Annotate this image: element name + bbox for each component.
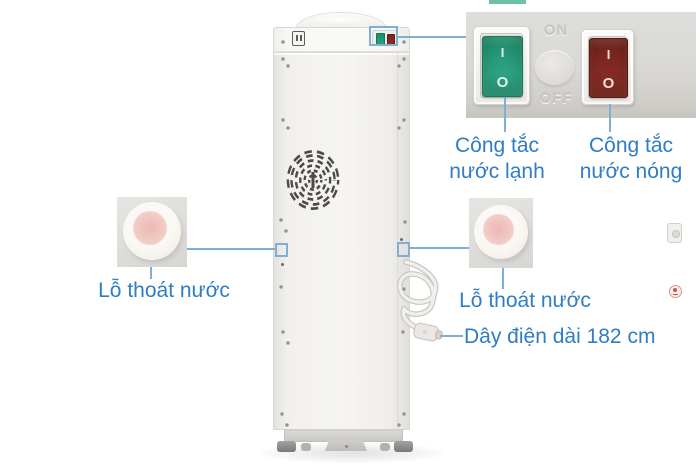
screw-dot — [397, 126, 401, 130]
line-drainphoto-left — [187, 248, 275, 250]
drain-plug-photo-right — [469, 198, 533, 268]
screw-dot — [281, 118, 285, 122]
cold-switch-on-symbol: I — [500, 45, 505, 60]
dome-highlight — [314, 16, 366, 24]
foot-inner-right — [380, 443, 390, 451]
cold-switch-rocker: I O — [482, 36, 523, 97]
screw-dot — [397, 64, 401, 68]
base-center-piece — [325, 440, 367, 451]
screw-dot — [397, 423, 401, 427]
hot-switch-bezel: I O — [581, 29, 634, 105]
screw-dot — [286, 126, 290, 130]
panel-dot — [281, 263, 284, 266]
line-drainlabel-left — [150, 267, 152, 279]
screw-dot — [286, 341, 290, 345]
power-plug — [413, 322, 443, 342]
panel-dot — [400, 238, 403, 241]
warning-sticker-icon — [669, 285, 682, 298]
power-inlet-icon — [292, 31, 305, 46]
screw-dot — [286, 64, 290, 68]
drain-plug-photo-left — [117, 197, 187, 267]
foot-inner-left — [301, 443, 311, 451]
screw-dot — [281, 40, 285, 44]
screw-dot — [285, 423, 289, 427]
line-cord-label — [440, 335, 463, 337]
onoff-button — [535, 50, 574, 85]
cord-bracket — [667, 223, 682, 243]
line-drainlabel-right — [502, 268, 504, 289]
panel-seam — [274, 52, 409, 55]
drain-left-highlight-rect — [275, 243, 288, 257]
drain-right-highlight-rect — [397, 242, 410, 257]
screw-dot — [284, 229, 288, 233]
fan-grille-icon — [286, 150, 340, 210]
screw-dot — [280, 412, 284, 416]
screw-dot — [402, 40, 406, 44]
cold-switch-off-symbol: O — [496, 74, 509, 91]
dispenser-back-panel — [273, 27, 682, 430]
switches-closeup-photo: I O ON OFF I O — [466, 12, 696, 118]
screw-dot — [279, 285, 283, 289]
screw-dot — [402, 57, 406, 61]
screw-dot — [401, 330, 405, 334]
on-label: ON — [543, 22, 569, 39]
switches-highlight-rect — [369, 26, 398, 46]
line-cold-switch-label — [504, 98, 506, 132]
power-cord-label: Dây điện dài 182 cm — [464, 325, 656, 348]
cropped-image-edge — [489, 0, 526, 4]
hot-switch-on-symbol: I — [606, 47, 611, 62]
panel-right-bevel — [397, 53, 398, 428]
line-switches-to-inset — [398, 36, 466, 38]
drain-right-label: Lỗ thoát nước — [459, 289, 591, 312]
screw-dot — [402, 412, 406, 416]
screw-dot — [281, 57, 285, 61]
foot-right — [394, 441, 413, 452]
line-drainphoto-right — [410, 247, 469, 249]
line-hot-switch-label — [609, 104, 611, 132]
screw-dot — [402, 287, 406, 291]
foot-left — [277, 441, 296, 452]
screw-dot — [402, 118, 406, 122]
screw-dot — [281, 330, 285, 334]
hot-switch-label: Công tắc nước nóng — [579, 134, 683, 183]
cold-switch-bezel: I O — [473, 26, 530, 105]
cold-switch-label: Công tắc nước lạnh — [449, 134, 545, 183]
drain-left-label: Lỗ thoát nước — [98, 279, 230, 302]
hot-switch-rocker: I O — [589, 38, 628, 98]
hot-switch-off-symbol: O — [602, 75, 615, 92]
off-label: OFF — [539, 90, 573, 107]
screw-dot — [403, 220, 407, 224]
screw-dot — [279, 218, 283, 222]
